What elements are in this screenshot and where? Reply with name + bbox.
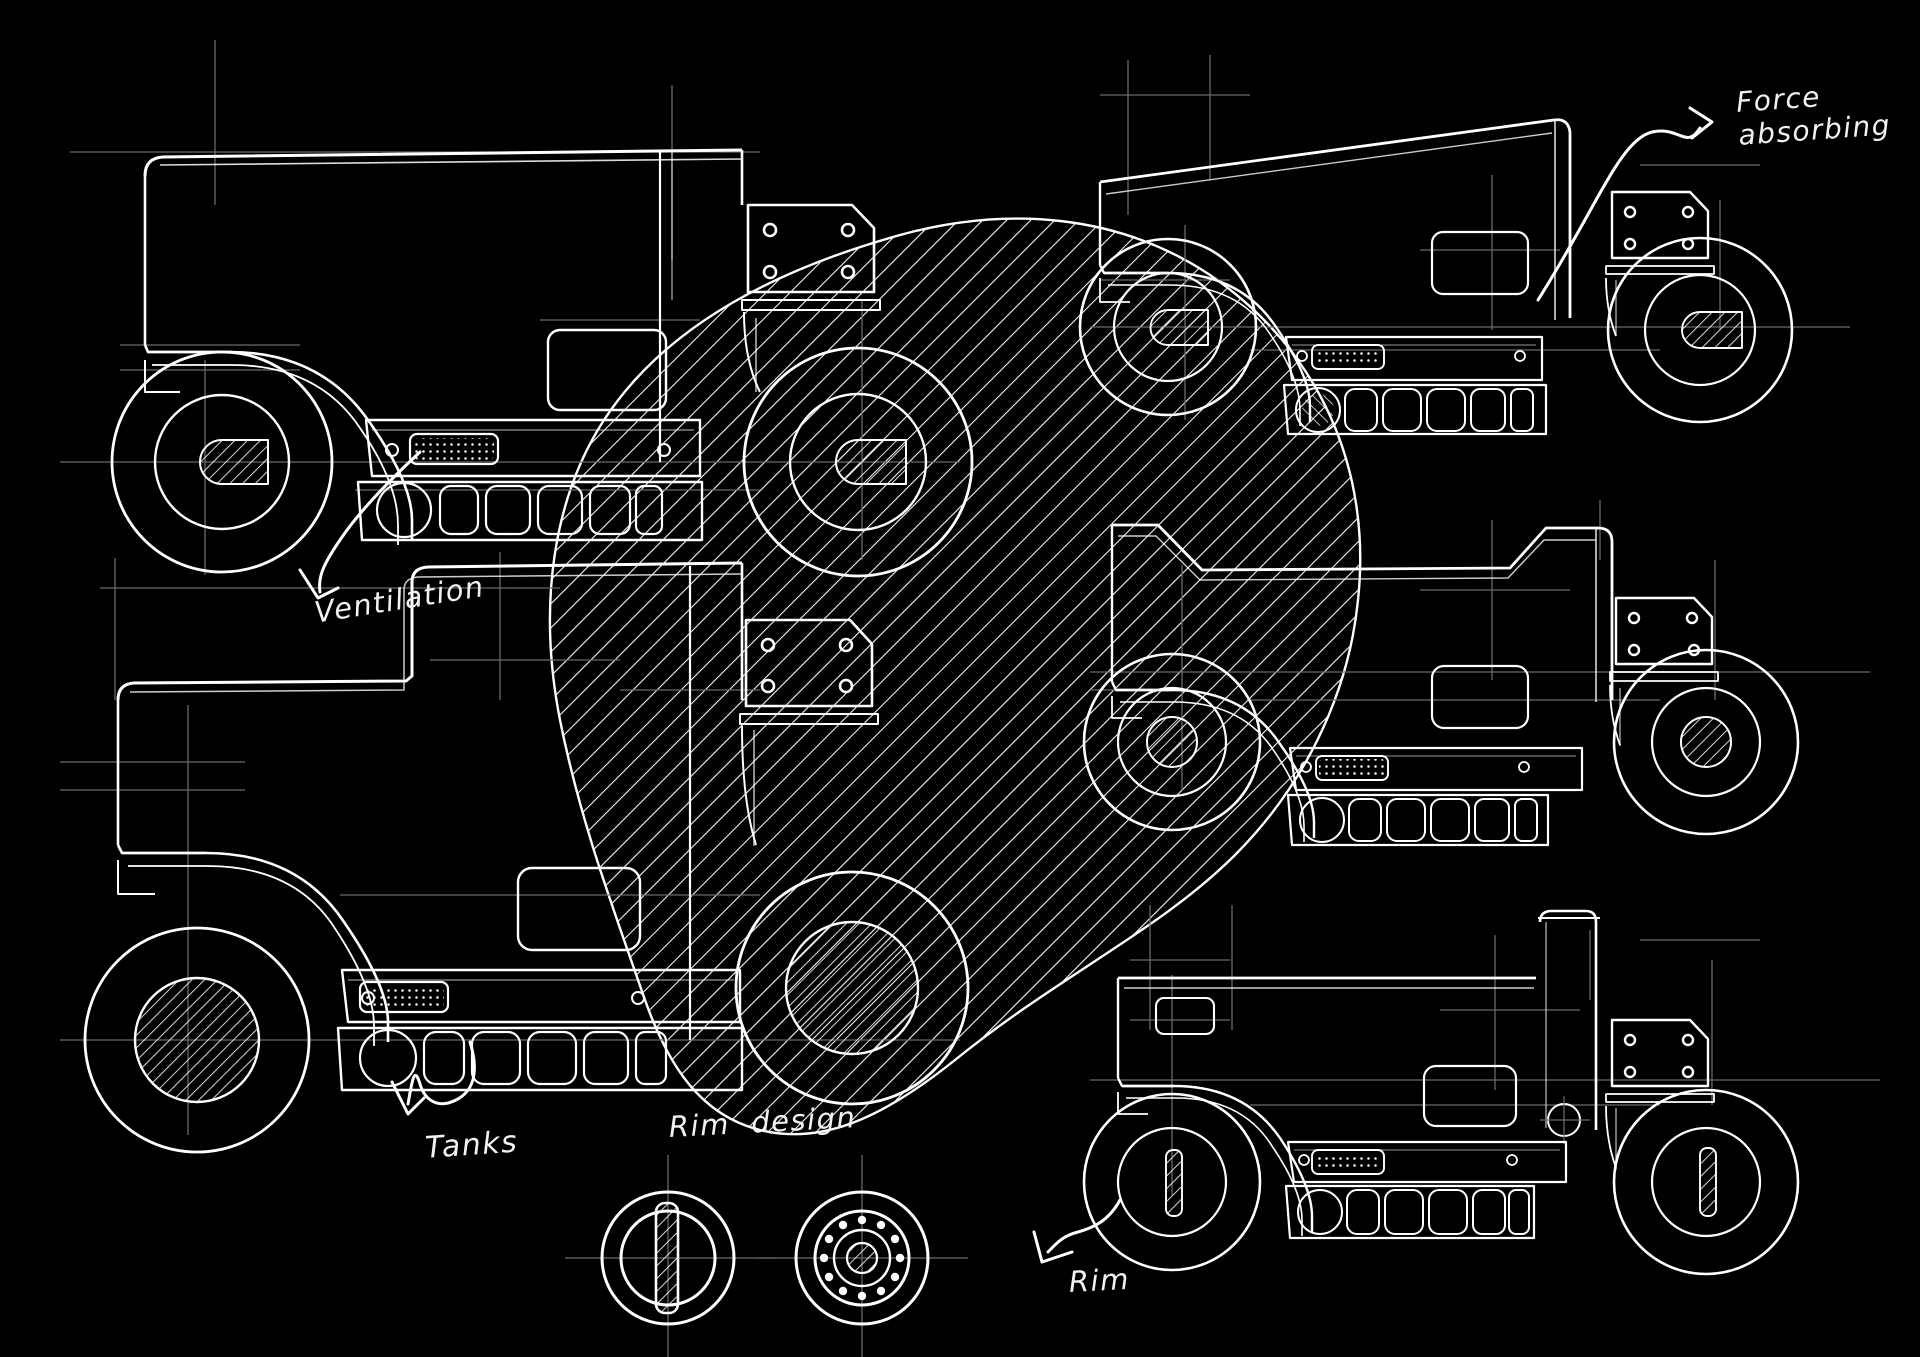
rim-study-face (794, 1190, 930, 1326)
annotation-tanks: Tanks (424, 1124, 520, 1166)
truck-bottom-right (1082, 909, 1800, 1276)
truck-bottom-left (83, 561, 970, 1154)
annotation-arrows (298, 106, 1714, 1264)
arrow-tanks (390, 1040, 476, 1116)
truck-mid-right (1082, 523, 1800, 847)
arrow-ventilation (298, 450, 422, 600)
rim-study-side (600, 1190, 736, 1326)
truck-top-right (1078, 118, 1794, 436)
annotation-force-absorbing: Force absorbing (1735, 80, 1892, 152)
bolt-circle-holes (819, 1215, 905, 1301)
arrow-force-absorbing (1536, 106, 1714, 302)
annotation-rim: Rim (1068, 1261, 1131, 1299)
truck-top-left (110, 148, 974, 578)
arrow-rim (1032, 1198, 1122, 1264)
